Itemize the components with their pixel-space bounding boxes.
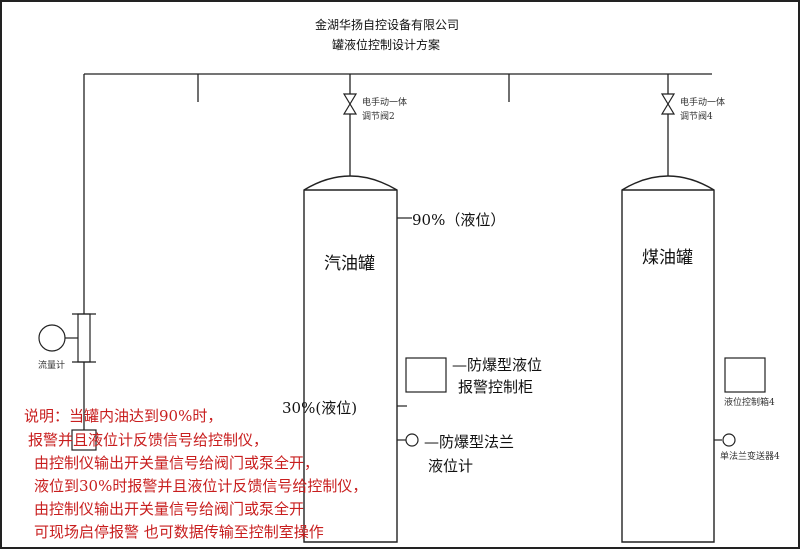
- valve2-label-1: 电手动一体: [362, 98, 408, 108]
- valve2-label-2: 调节阀2: [362, 112, 395, 122]
- company-title: 金湖华扬自控设备有限公司: [315, 18, 460, 32]
- flange-transmitter-label: 单法兰变送器4: [720, 452, 780, 462]
- alarm-cabinet-label-2: 报警控制柜: [458, 378, 534, 396]
- note-line-4: 液位到30%时报警并且液位计反馈信号给控制仪，: [34, 477, 368, 495]
- valve4-label-1: 电手动一体: [680, 98, 726, 108]
- flange-gauge-label-1: —防爆型法兰: [424, 433, 515, 451]
- valve4-label-2: 调节阀4: [680, 112, 713, 122]
- level-control-box-icon: [724, 357, 766, 393]
- alarm-cabinet-label-1: —防爆型液位: [452, 356, 543, 374]
- valve2-icon: [342, 93, 358, 115]
- note-line-6: 可现场启停报警 也可数据传输至控制室操作: [34, 523, 324, 541]
- note-line-3: 由控制仪输出开关量信号给阀门或泵全开，: [34, 454, 320, 472]
- flange-gauge-label-2: 液位计: [428, 457, 474, 475]
- flowmeter-label: 流量计: [38, 361, 66, 371]
- high-level-label: 90%（液位）: [412, 211, 506, 229]
- note-line-1: 说明：当罐内油达到90%时，: [24, 407, 223, 425]
- low-level-label: 30%(液位): [282, 399, 358, 417]
- scheme-title: 罐液位控制设计方案: [332, 38, 441, 52]
- flange-transmitter-icon: [722, 433, 736, 447]
- flowmeter-icon: [38, 313, 96, 363]
- valve4-icon: [660, 93, 676, 115]
- flange-gauge-icon: [405, 433, 419, 447]
- kerosene-tank-icon: [621, 175, 715, 543]
- kerosene-tank-label: 煤油罐: [642, 248, 693, 268]
- note-line-2: 报警并且液位计反馈信号给控制仪，: [28, 431, 269, 449]
- alarm-cabinet-icon: [405, 357, 447, 393]
- gasoline-tank-label: 汽油罐: [324, 254, 375, 274]
- note-line-5: 由控制仪输出开关量信号给阀门或泵全开: [34, 500, 305, 518]
- left-junction-box: [71, 429, 97, 451]
- gasoline-tank-icon: [303, 175, 398, 543]
- level-control-box-label: 液位控制箱4: [724, 398, 775, 408]
